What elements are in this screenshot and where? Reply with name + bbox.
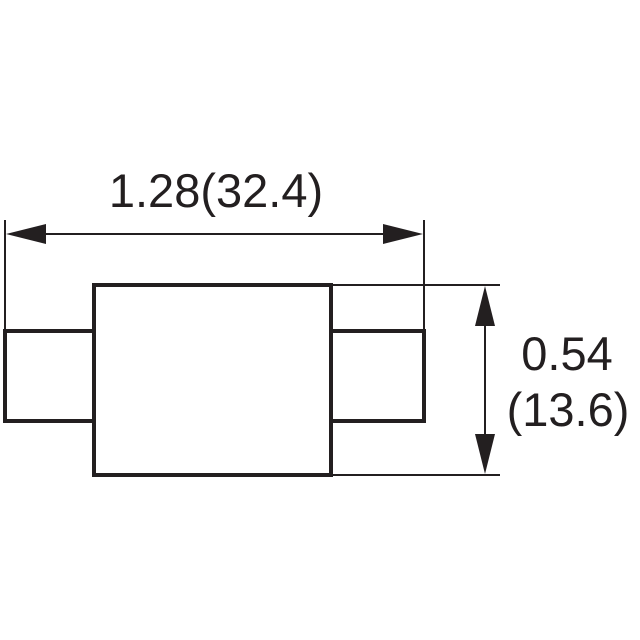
width-dimension-label: 1.28(32.4) (109, 164, 323, 217)
height-arrow-top (475, 286, 495, 326)
right-terminal (331, 329, 426, 423)
width-arrow-right (383, 224, 423, 244)
width-arrow-left (6, 224, 46, 244)
left-terminal (3, 329, 94, 423)
height-dimension-label-line2: (13.6) (507, 383, 630, 436)
height-dimension-label-line1: 0.54 (521, 327, 612, 380)
component-body (92, 283, 333, 477)
height-arrow-bottom (475, 434, 495, 474)
